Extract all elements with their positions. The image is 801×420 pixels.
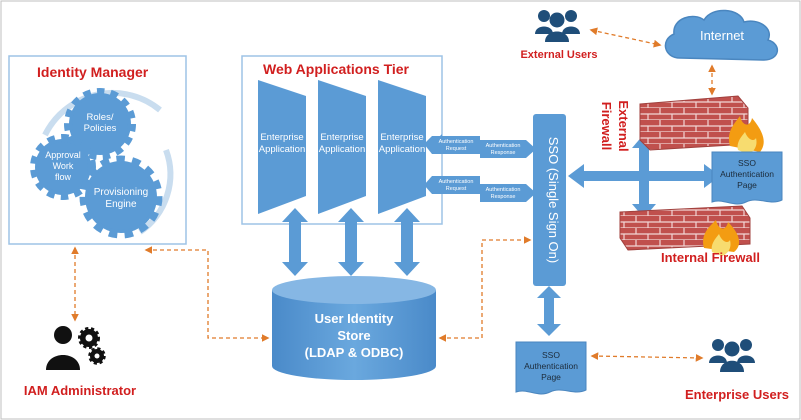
store-double-arrow-1 bbox=[282, 208, 308, 276]
web-tier-title: Web Applications Tier bbox=[263, 61, 410, 77]
auth-response-arrowhead-bottom bbox=[526, 184, 536, 202]
auth-response-bottom-l2: Response bbox=[491, 194, 516, 200]
auth-request-tag-bottom bbox=[432, 176, 480, 194]
sso-auth-page-bottom-l3: Page bbox=[541, 372, 561, 382]
connector-store-sso bbox=[438, 236, 532, 342]
internal-firewall-label: Internal Firewall bbox=[661, 250, 760, 265]
external-firewall-icon bbox=[639, 95, 764, 154]
store-label-2: Store bbox=[337, 328, 370, 343]
enterprise-users-icon bbox=[709, 339, 755, 372]
store-cylinder-body bbox=[272, 290, 436, 380]
internet-label: Internet bbox=[700, 28, 744, 43]
sso-auth-page-bottom: SSO Authentication Page bbox=[515, 341, 587, 395]
iam-administrator-label: IAM Administrator bbox=[24, 383, 136, 398]
sso-auth-page-bottom-l2: Authentication bbox=[524, 361, 578, 371]
approval-workflow-gear-icon: Approval Work flow bbox=[30, 134, 96, 200]
enterprise-app-3-line2: Application bbox=[379, 144, 425, 155]
user-identity-store: User Identity Store (LDAP & ODBC) bbox=[272, 276, 436, 380]
auth-response-tag-top bbox=[480, 140, 526, 158]
sso-auth-page-bottom-l1: SSO bbox=[542, 350, 560, 360]
enterprise-app-2: Enterprise Application bbox=[318, 80, 366, 214]
auth-request-arrowhead-bottom bbox=[424, 176, 432, 194]
external-firewall-label-1: External bbox=[616, 100, 631, 151]
roles-policies-label-2: Policies bbox=[84, 123, 117, 134]
internal-firewall-icon bbox=[619, 205, 751, 256]
web-to-store-arrows bbox=[282, 208, 420, 276]
identity-manager-title: Identity Manager bbox=[37, 64, 149, 80]
store-double-arrow-2 bbox=[338, 208, 364, 276]
roles-policies-gear-icon: Roles/ Policies bbox=[64, 88, 136, 160]
enterprise-app-1: Enterprise Application bbox=[258, 80, 306, 214]
internet-cloud-icon: Internet bbox=[664, 9, 778, 61]
roles-policies-label-1: Roles/ bbox=[87, 112, 114, 123]
store-double-arrow-3 bbox=[394, 208, 420, 276]
external-users-icon bbox=[535, 10, 580, 42]
enterprise-app-2-line1: Enterprise bbox=[320, 132, 363, 143]
auth-response-top-l2: Response bbox=[491, 150, 516, 156]
dashed-connectors bbox=[71, 27, 716, 362]
auth-request-bottom-l1: Authentication bbox=[439, 179, 474, 185]
auth-arrows-top: Authentication Request Authentication Re… bbox=[424, 134, 536, 158]
approval-label-2: Work bbox=[53, 161, 74, 171]
provisioning-engine-gear-icon: Provisioning Engine bbox=[79, 155, 163, 239]
sso-auth-page-top: SSO Authentication Page bbox=[711, 151, 783, 205]
auth-response-tag-bottom bbox=[480, 184, 526, 202]
identity-manager-panel: Identity Manager Roles/ Policies Approva… bbox=[8, 55, 187, 245]
external-firewall-label-2: Firewall bbox=[599, 102, 614, 150]
sso-to-page-arrow bbox=[537, 286, 561, 336]
auth-response-top-l1: Authentication bbox=[486, 143, 521, 149]
auth-request-arrowhead-top bbox=[424, 136, 432, 154]
sso-single-sign-on: SSO (Single Sign On) bbox=[533, 114, 566, 286]
enterprise-app-2-line2: Application bbox=[319, 144, 365, 155]
enterprise-app-3: Enterprise Application bbox=[378, 80, 426, 214]
iam-administrator-icon bbox=[46, 326, 106, 370]
auth-response-arrowhead-top bbox=[526, 140, 536, 158]
auth-request-tag-top bbox=[432, 136, 480, 154]
web-applications-tier: Web Applications Tier Enterprise Applica… bbox=[241, 55, 443, 225]
enterprise-app-1-line1: Enterprise bbox=[260, 132, 303, 143]
sso-label: SSO (Single Sign On) bbox=[546, 137, 561, 263]
connector-idm-store bbox=[144, 246, 270, 342]
provisioning-label-1: Provisioning bbox=[94, 187, 148, 198]
sso-auth-page-top-l2: Authentication bbox=[720, 169, 774, 179]
sso-cross-arrow bbox=[568, 134, 720, 218]
auth-request-top-l2: Request bbox=[446, 146, 467, 152]
auth-request-top-l1: Authentication bbox=[439, 139, 474, 145]
external-users-label: External Users bbox=[520, 49, 597, 61]
enterprise-app-3-line1: Enterprise bbox=[380, 132, 423, 143]
cycle-arrow-right bbox=[138, 148, 174, 235]
sso-column bbox=[533, 114, 566, 286]
sso-auth-page-top-l1: SSO bbox=[738, 158, 756, 168]
connector-page-users bbox=[590, 352, 704, 362]
approval-label-3: flow bbox=[55, 172, 72, 182]
provisioning-label-2: Engine bbox=[105, 199, 137, 210]
approval-label-1: Approval bbox=[45, 150, 81, 160]
auth-response-bottom-l1: Authentication bbox=[486, 187, 521, 193]
auth-request-bottom-l2: Request bbox=[446, 186, 467, 192]
enterprise-users-label: Enterprise Users bbox=[685, 387, 789, 402]
store-cylinder-top bbox=[272, 276, 436, 304]
store-label-1: User Identity bbox=[315, 311, 395, 326]
sso-auth-page-top-l3: Page bbox=[737, 180, 757, 190]
enterprise-app-1-line2: Application bbox=[259, 144, 305, 155]
auth-arrows-bottom: Authentication Request Authentication Re… bbox=[424, 176, 536, 202]
connector-users-internet bbox=[589, 27, 662, 48]
store-label-3: (LDAP & ODBC) bbox=[305, 345, 404, 360]
